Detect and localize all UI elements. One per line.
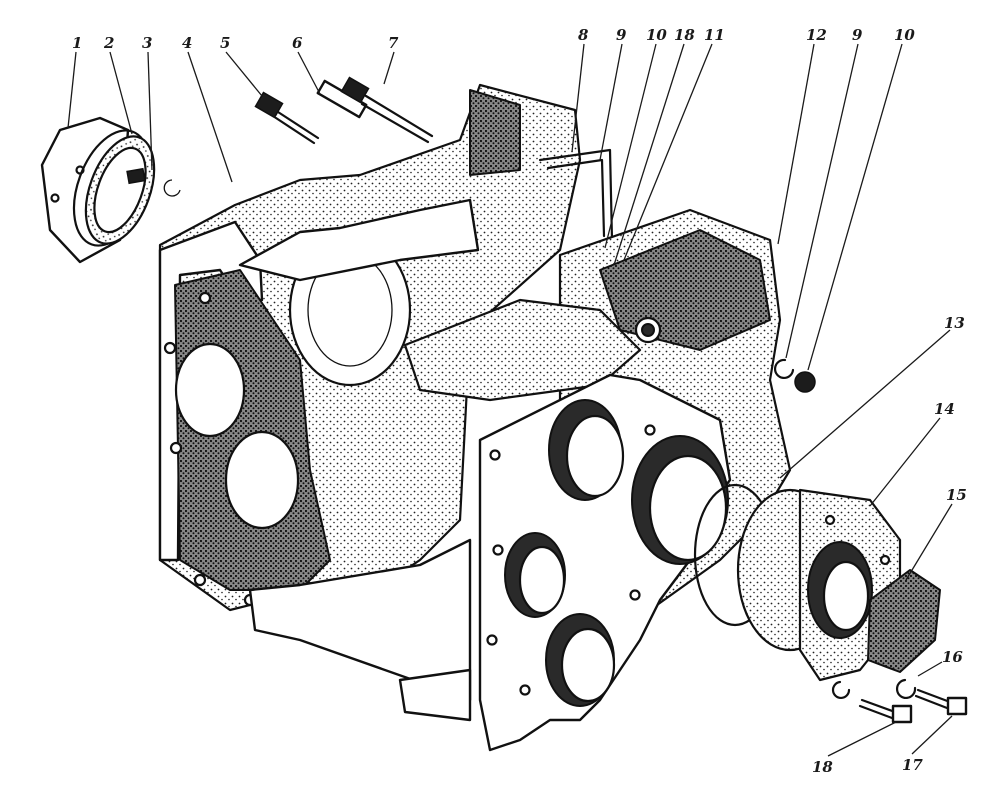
callout-12: 12: [806, 26, 827, 44]
callout-3: 3: [142, 34, 152, 52]
callout-9-right: 9: [852, 26, 863, 44]
bolts-bottom: [831, 678, 968, 724]
right-housing: [398, 208, 792, 752]
callout-13: 13: [944, 314, 965, 332]
left-housing: [158, 83, 582, 702]
callout-14: 14: [934, 400, 955, 418]
callout-17: 17: [902, 756, 923, 774]
callout-6: 6: [292, 34, 303, 52]
callout-15: 15: [946, 486, 967, 504]
callout-4: 4: [182, 34, 192, 52]
callout-7: 7: [388, 34, 399, 52]
leader-lines: [67, 43, 953, 757]
callout-11: 11: [704, 26, 725, 44]
bolts-top: [254, 76, 434, 145]
callout-1: 1: [72, 34, 82, 52]
callout-18: 18: [674, 26, 695, 44]
callout-labels: 1 2 3 4 5 6 7 8 9 10 18 11 12 9 10 13 14…: [72, 26, 967, 776]
bearing-cover-assembly: [693, 483, 941, 682]
callout-9: 9: [616, 26, 627, 44]
callout-10: 10: [646, 26, 667, 44]
cover-plates-left: [40, 116, 181, 264]
callout-18-bottom: 18: [812, 758, 833, 776]
callout-5: 5: [220, 34, 230, 52]
callout-8: 8: [578, 26, 589, 44]
callout-2: 2: [103, 34, 114, 52]
callout-16: 16: [942, 648, 963, 666]
callout-10-right: 10: [894, 26, 915, 44]
washer-nut-right: [773, 358, 816, 393]
